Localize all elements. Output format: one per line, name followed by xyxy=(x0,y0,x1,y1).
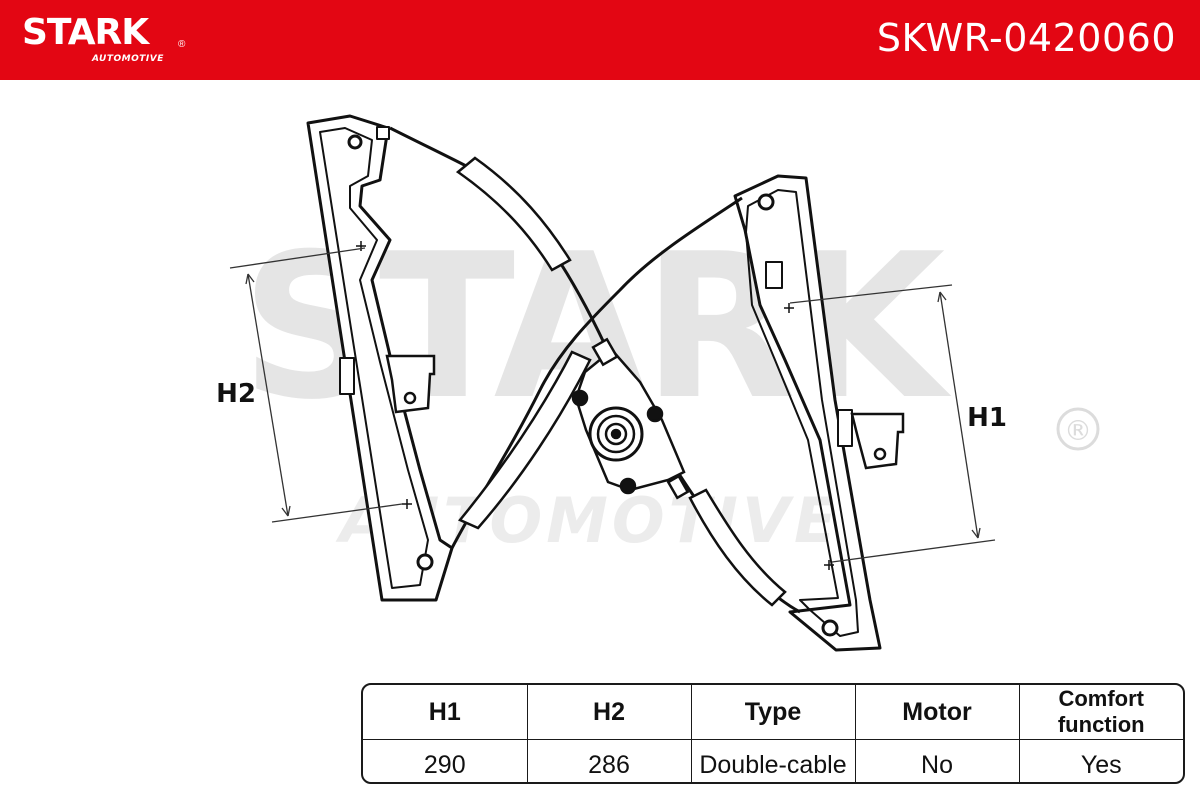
right-rail xyxy=(733,174,882,652)
drive-unit xyxy=(571,337,690,500)
header-h2: H2 xyxy=(526,685,692,740)
value-comfort-function: Yes xyxy=(1018,739,1183,782)
header-bar: STARK ® AUTOMOTIVE SKWR-0420060 xyxy=(0,0,1200,80)
part-number: SKWR-0420060 xyxy=(876,16,1176,60)
cable-sheaths xyxy=(455,156,787,607)
header-type: Type xyxy=(690,685,856,740)
left-rail xyxy=(306,114,454,602)
dimension-h2-label: H2 xyxy=(216,379,256,409)
logo-registered-mark: ® xyxy=(178,39,186,50)
logo-text: STARK xyxy=(22,12,149,53)
dimension-h2 xyxy=(229,247,403,523)
window-regulator-drawing: STARK AUTOMOTIVE ® xyxy=(216,114,1100,652)
value-h1: 290 xyxy=(363,739,528,782)
value-type: Double-cable xyxy=(690,739,856,782)
right-lifter-bracket xyxy=(850,412,905,470)
specifications-table: H1 H2 Type Motor Comfort function 290 28… xyxy=(361,683,1185,784)
dimension-h1-label: H1 xyxy=(967,403,1007,433)
watermark-registered: ® xyxy=(1064,414,1092,447)
dimension-h1 xyxy=(789,284,996,563)
value-motor: No xyxy=(854,739,1020,782)
header-comfort-function: Comfort function xyxy=(1018,685,1183,740)
header-h1: H1 xyxy=(363,685,528,740)
logo-subtext: AUTOMOTIVE xyxy=(92,54,164,64)
table-row: 290 286 Double-cable No Yes xyxy=(363,739,1183,782)
watermark-registered-circle xyxy=(1056,407,1100,451)
table-header-row: H1 H2 Type Motor Comfort function xyxy=(363,685,1183,740)
value-h2: 286 xyxy=(526,739,692,782)
left-lifter-bracket xyxy=(385,354,436,414)
stark-logo: STARK ® AUTOMOTIVE xyxy=(22,12,185,65)
header-motor: Motor xyxy=(854,685,1020,740)
